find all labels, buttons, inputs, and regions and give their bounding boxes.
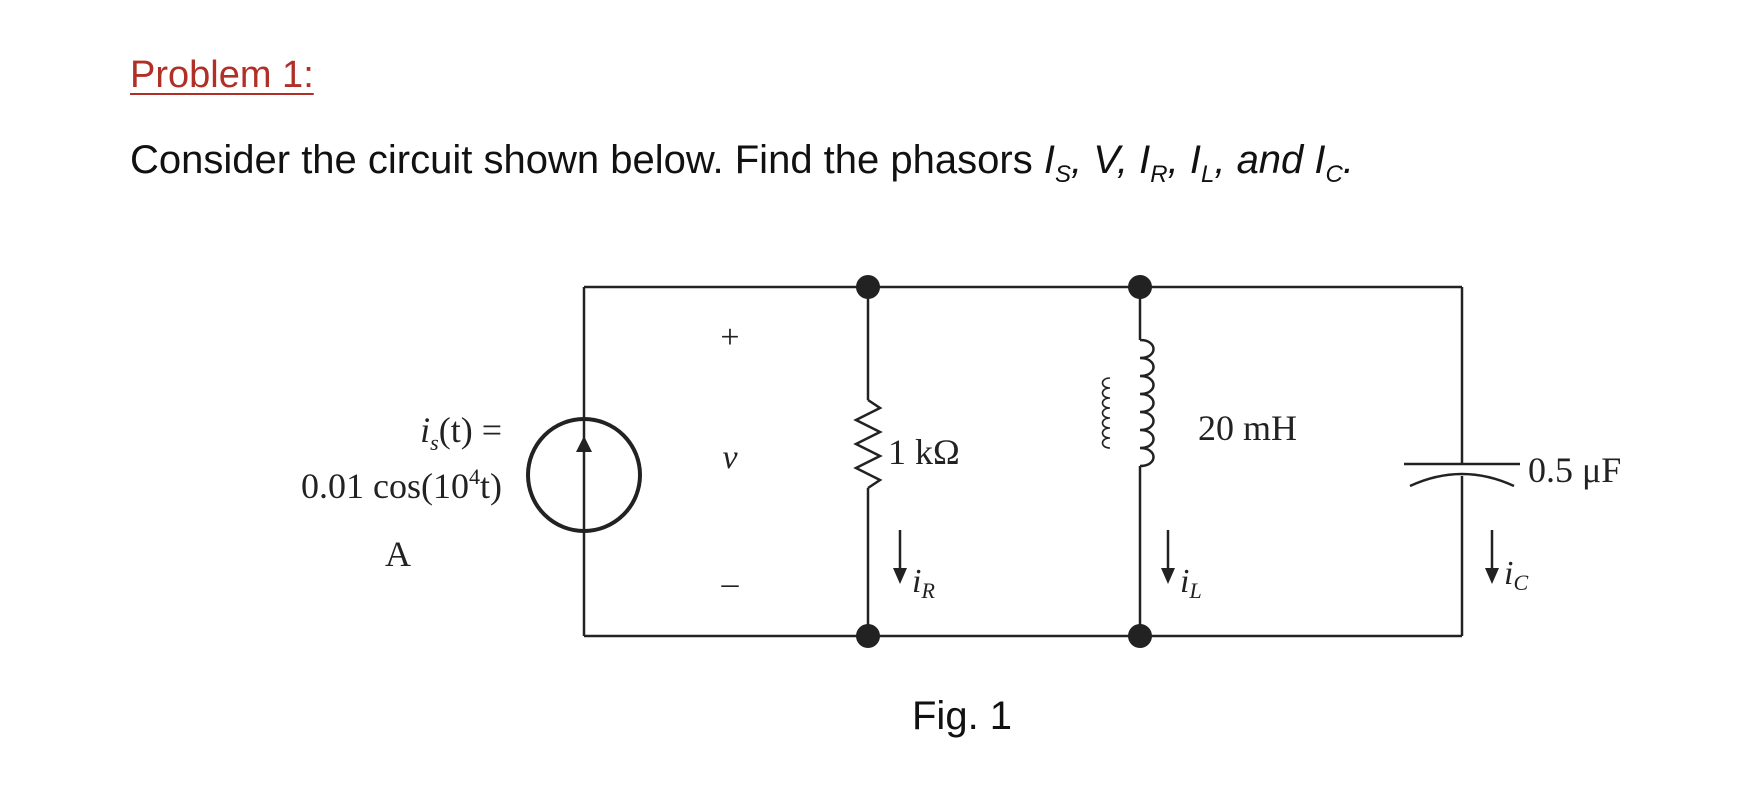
capacitor-current-label: iC <box>1504 555 1528 595</box>
resistor-current-label: iR <box>912 563 935 603</box>
phasor-item: and IC. <box>1236 138 1354 188</box>
phasor-item: IL, <box>1189 138 1237 188</box>
phasor-subscript: C <box>1325 161 1343 188</box>
phasor-item: IS, <box>1043 138 1094 188</box>
phasor-symbol: I <box>1139 138 1151 182</box>
figure-caption: Fig. 1 <box>912 694 1013 738</box>
voltage-plus: + <box>720 319 739 356</box>
current-source-circle <box>526 417 642 533</box>
phasor-separator: . <box>1342 138 1354 182</box>
phasor-symbol: and I <box>1236 138 1326 182</box>
node-bottom-resistor <box>856 624 880 648</box>
node-top-resistor <box>856 275 880 299</box>
phasor-subscript: S <box>1054 161 1071 188</box>
capacitor-label: 0.5 μF <box>1528 450 1621 490</box>
statement-text: Consider the circuit shown below. Find t… <box>130 138 1044 182</box>
node-bottom-inductor <box>1128 624 1152 648</box>
voltage-label: v <box>722 439 738 476</box>
resistor-symbol <box>853 398 883 490</box>
problem-statement: Consider the circuit shown below. Find t… <box>130 138 1354 189</box>
phasor-separator: , <box>1070 138 1094 182</box>
ir-arrow-head-icon <box>893 568 907 584</box>
phasor-list: IS, V, IR, IL, and IC. <box>1043 138 1354 188</box>
il-arrow-head-icon <box>1161 568 1175 584</box>
source-arrow-head-icon <box>576 436 592 452</box>
phasor-symbol: I <box>1189 138 1201 182</box>
inductor-glyph-icon <box>1101 377 1111 449</box>
source-unit: A <box>385 534 411 574</box>
phasor-symbol: I <box>1043 138 1055 182</box>
phasor-subscript: L <box>1200 161 1215 188</box>
phasor-separator: , <box>1167 138 1190 182</box>
resistor-label: 1 kΩ <box>888 432 960 472</box>
capacitor-plate-bottom <box>1409 472 1515 488</box>
phasor-item: V, <box>1093 138 1139 182</box>
inductor-label: 20 mH <box>1198 408 1297 448</box>
phasor-separator: , <box>1214 138 1237 182</box>
source-label-line1: is(t) = <box>420 410 502 455</box>
problem-heading: Problem 1: <box>130 54 314 96</box>
ic-arrow-head-icon <box>1485 568 1499 584</box>
voltage-minus: – <box>721 565 740 602</box>
phasor-symbol: V <box>1093 138 1117 182</box>
node-top-inductor <box>1128 275 1152 299</box>
inductor-coil <box>1139 338 1155 468</box>
phasor-separator: , <box>1116 138 1140 182</box>
phasor-subscript: R <box>1150 161 1168 188</box>
source-label-line2: 0.01 cos(104t) <box>301 464 502 506</box>
phasor-item: IR, <box>1139 138 1190 188</box>
inductor-current-label: iL <box>1180 563 1202 603</box>
